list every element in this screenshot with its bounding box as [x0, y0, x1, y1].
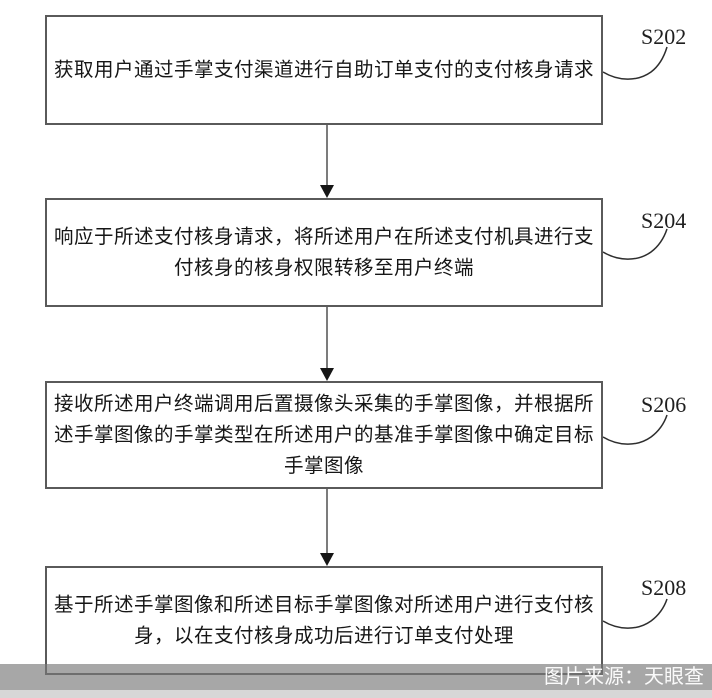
step-label-s202: S202: [641, 24, 687, 49]
flow-arrow-2: [320, 307, 334, 381]
reference-curve-s202: [602, 46, 668, 80]
step-box-s204: 响应于所述支付核身请求，将所述用户在所述支付机具进行支 付核身的核身权限转移至用…: [45, 198, 603, 307]
watermark-band: 图片来源：天眼查: [0, 664, 712, 690]
step-text-s206: 接收所述用户终端调用后置摄像头采集的手掌图像，并根据所 述手掌图像的手掌类型在所…: [53, 393, 594, 477]
reference-curve-s208: [602, 598, 668, 629]
reference-curve-s206: [602, 414, 668, 445]
step-label-s204: S204: [641, 208, 687, 233]
step-box-s208: 基于所述手掌图像和所述目标手掌图像对所述用户进行支付核 身，以在支付核身成功后进…: [45, 566, 603, 675]
step-text-s204: 响应于所述支付核身请求，将所述用户在所述支付机具进行支 付核身的核身权限转移至用…: [53, 226, 594, 279]
step-label-s208: S208: [641, 575, 687, 600]
step-text-s208: 基于所述手掌图像和所述目标手掌图像对所述用户进行支付核 身，以在支付核身成功后进…: [53, 594, 594, 647]
step-box-s206: 接收所述用户终端调用后置摄像头采集的手掌图像，并根据所 述手掌图像的手掌类型在所…: [45, 381, 603, 489]
watermark-bottom-strip: [0, 690, 712, 698]
step-label-s206: S206: [641, 392, 687, 417]
watermark-source-text: 图片来源：天眼查: [544, 666, 704, 688]
step-box-s202: 获取用户通过手掌支付渠道进行自助订单支付的支付核身请求: [45, 15, 603, 125]
flow-arrow-3: [320, 489, 334, 566]
step-text-s202: 获取用户通过手掌支付渠道进行自助订单支付的支付核身请求: [53, 59, 594, 81]
flow-arrow-1: [320, 125, 334, 198]
